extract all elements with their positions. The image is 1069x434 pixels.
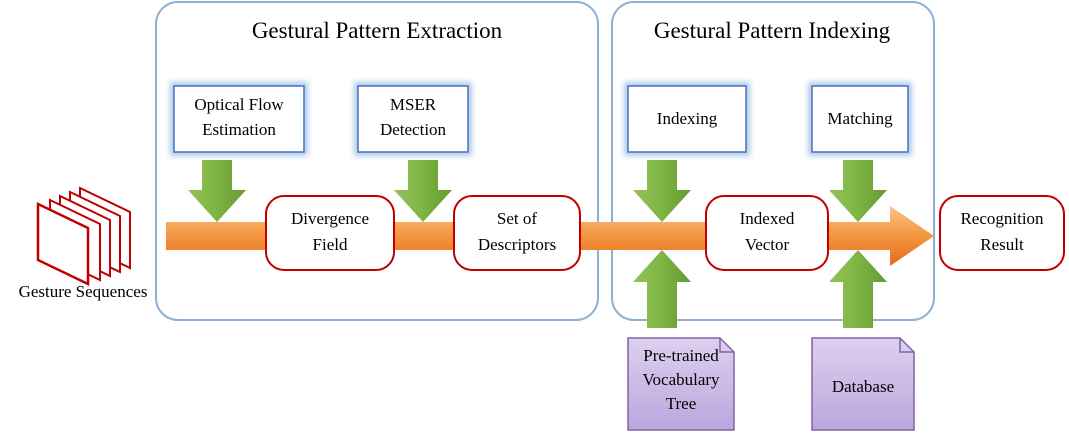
indexing-panel bbox=[611, 1, 935, 321]
mser-module: MSER Detection bbox=[354, 82, 472, 156]
divergence-line2: Field bbox=[313, 235, 348, 254]
input-label: Gesture Sequences bbox=[19, 282, 148, 301]
optical-flow-module: Optical Flow Estimation bbox=[170, 82, 308, 156]
indexed-line2: Vector bbox=[745, 235, 790, 254]
divergence-field-node: Divergence Field bbox=[265, 195, 395, 271]
database-line1: Database bbox=[832, 377, 894, 396]
extraction-panel-title: Gestural Pattern Extraction bbox=[252, 18, 503, 43]
divergence-line1: Divergence bbox=[291, 209, 369, 228]
image-stack-icon bbox=[36, 186, 131, 286]
down-arrow-optical-flow bbox=[188, 160, 246, 222]
extraction-panel bbox=[155, 1, 599, 321]
down-arrow-mser bbox=[394, 160, 452, 222]
indexed-vector-node: Indexed Vector bbox=[705, 195, 829, 271]
indexing-line1: Indexing bbox=[657, 109, 718, 128]
vocab-tree-line2: Vocabulary bbox=[642, 370, 720, 389]
indexing-panel-title: Gestural Pattern Indexing bbox=[654, 18, 891, 43]
descriptors-node: Set of Descriptors bbox=[453, 195, 581, 271]
vocab-tree-line3: Tree bbox=[666, 394, 697, 413]
indexing-module: Indexing bbox=[624, 82, 750, 156]
matching-module: Matching bbox=[808, 82, 912, 156]
recognition-result-node: Recognition Result bbox=[939, 195, 1065, 271]
descriptors-line2: Descriptors bbox=[478, 235, 556, 254]
optical-flow-line1: Optical Flow bbox=[194, 95, 284, 114]
mser-line1: MSER bbox=[390, 95, 437, 114]
down-arrow-matching bbox=[829, 160, 887, 222]
down-arrow-indexing bbox=[633, 160, 691, 222]
optical-flow-line2: Estimation bbox=[202, 120, 276, 139]
vocab-tree-line1: Pre-trained bbox=[643, 346, 719, 365]
vocab-tree-document: Pre-trained Vocabulary Tree bbox=[627, 337, 735, 431]
up-arrow-database bbox=[829, 250, 887, 328]
descriptors-line1: Set of bbox=[497, 209, 537, 228]
matching-line1: Matching bbox=[827, 109, 893, 128]
up-arrow-vocab-tree bbox=[633, 250, 691, 328]
database-document: Database bbox=[811, 337, 915, 431]
result-line2: Result bbox=[980, 235, 1024, 254]
indexed-line1: Indexed bbox=[740, 209, 795, 228]
result-line1: Recognition bbox=[960, 209, 1044, 228]
mser-line2: Detection bbox=[380, 120, 447, 139]
